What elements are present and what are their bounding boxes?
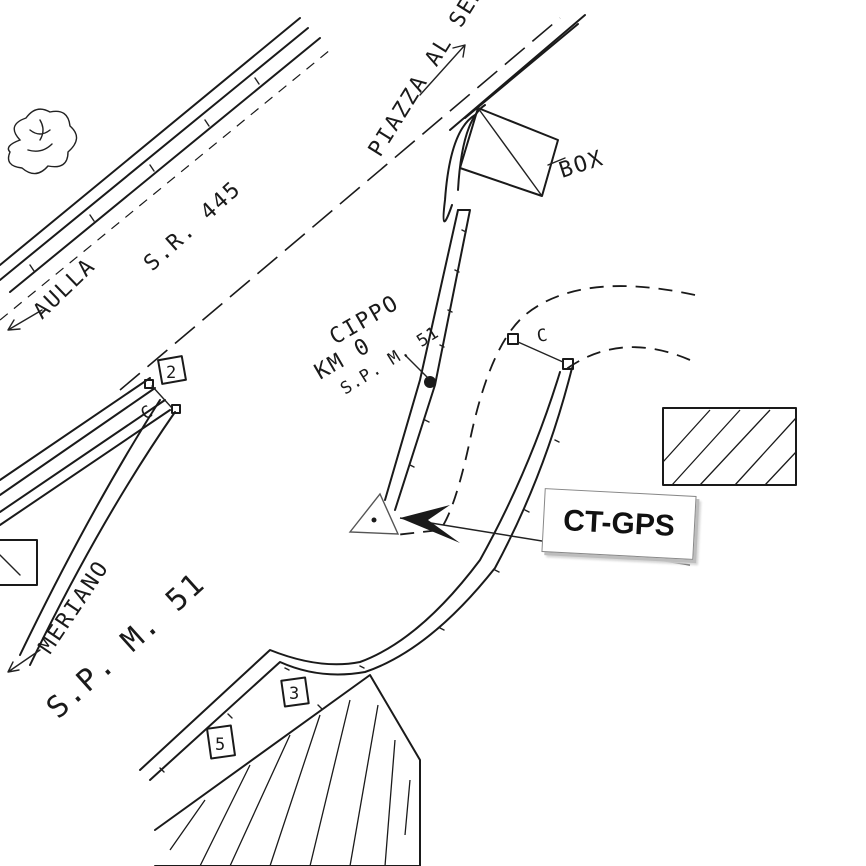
gps-point-triangle (348, 492, 400, 535)
label-spm51: S.P. M. 51 (40, 566, 213, 726)
direction-arrow-meriano (7, 649, 41, 673)
label-sr445: S.R. 445 (139, 176, 246, 276)
ramp-road (139, 104, 573, 781)
lane-dashed-curves (394, 285, 696, 536)
label-c-right: C (535, 325, 549, 346)
sr445-top-fence (0, 17, 331, 321)
building-hatched (662, 407, 797, 486)
direction-arrow-piazza (419, 44, 466, 96)
direction-arrow-aulla (7, 309, 43, 331)
pole-c-right (507, 333, 574, 370)
pole-c-left (144, 379, 181, 414)
tree-icon (7, 108, 78, 175)
label-aulla: AULLA (29, 253, 101, 324)
label-box: BOX (556, 146, 607, 184)
spm51-west-road (0, 377, 176, 666)
pole-marker-3 (280, 676, 310, 708)
label-pole-5: 5 (215, 735, 225, 755)
cippo-marker (404, 354, 436, 388)
sr445-lower-edge (119, 14, 586, 391)
pole-marker-5 (206, 724, 236, 760)
label-pole-2: 2 (166, 363, 176, 383)
building-hatched-bottom (154, 674, 421, 866)
pole-marker-2 (157, 355, 187, 385)
ct-gps-label: CT-GPS (541, 488, 697, 560)
box-structure (459, 107, 566, 197)
label-pole-3: 3 (289, 684, 299, 704)
